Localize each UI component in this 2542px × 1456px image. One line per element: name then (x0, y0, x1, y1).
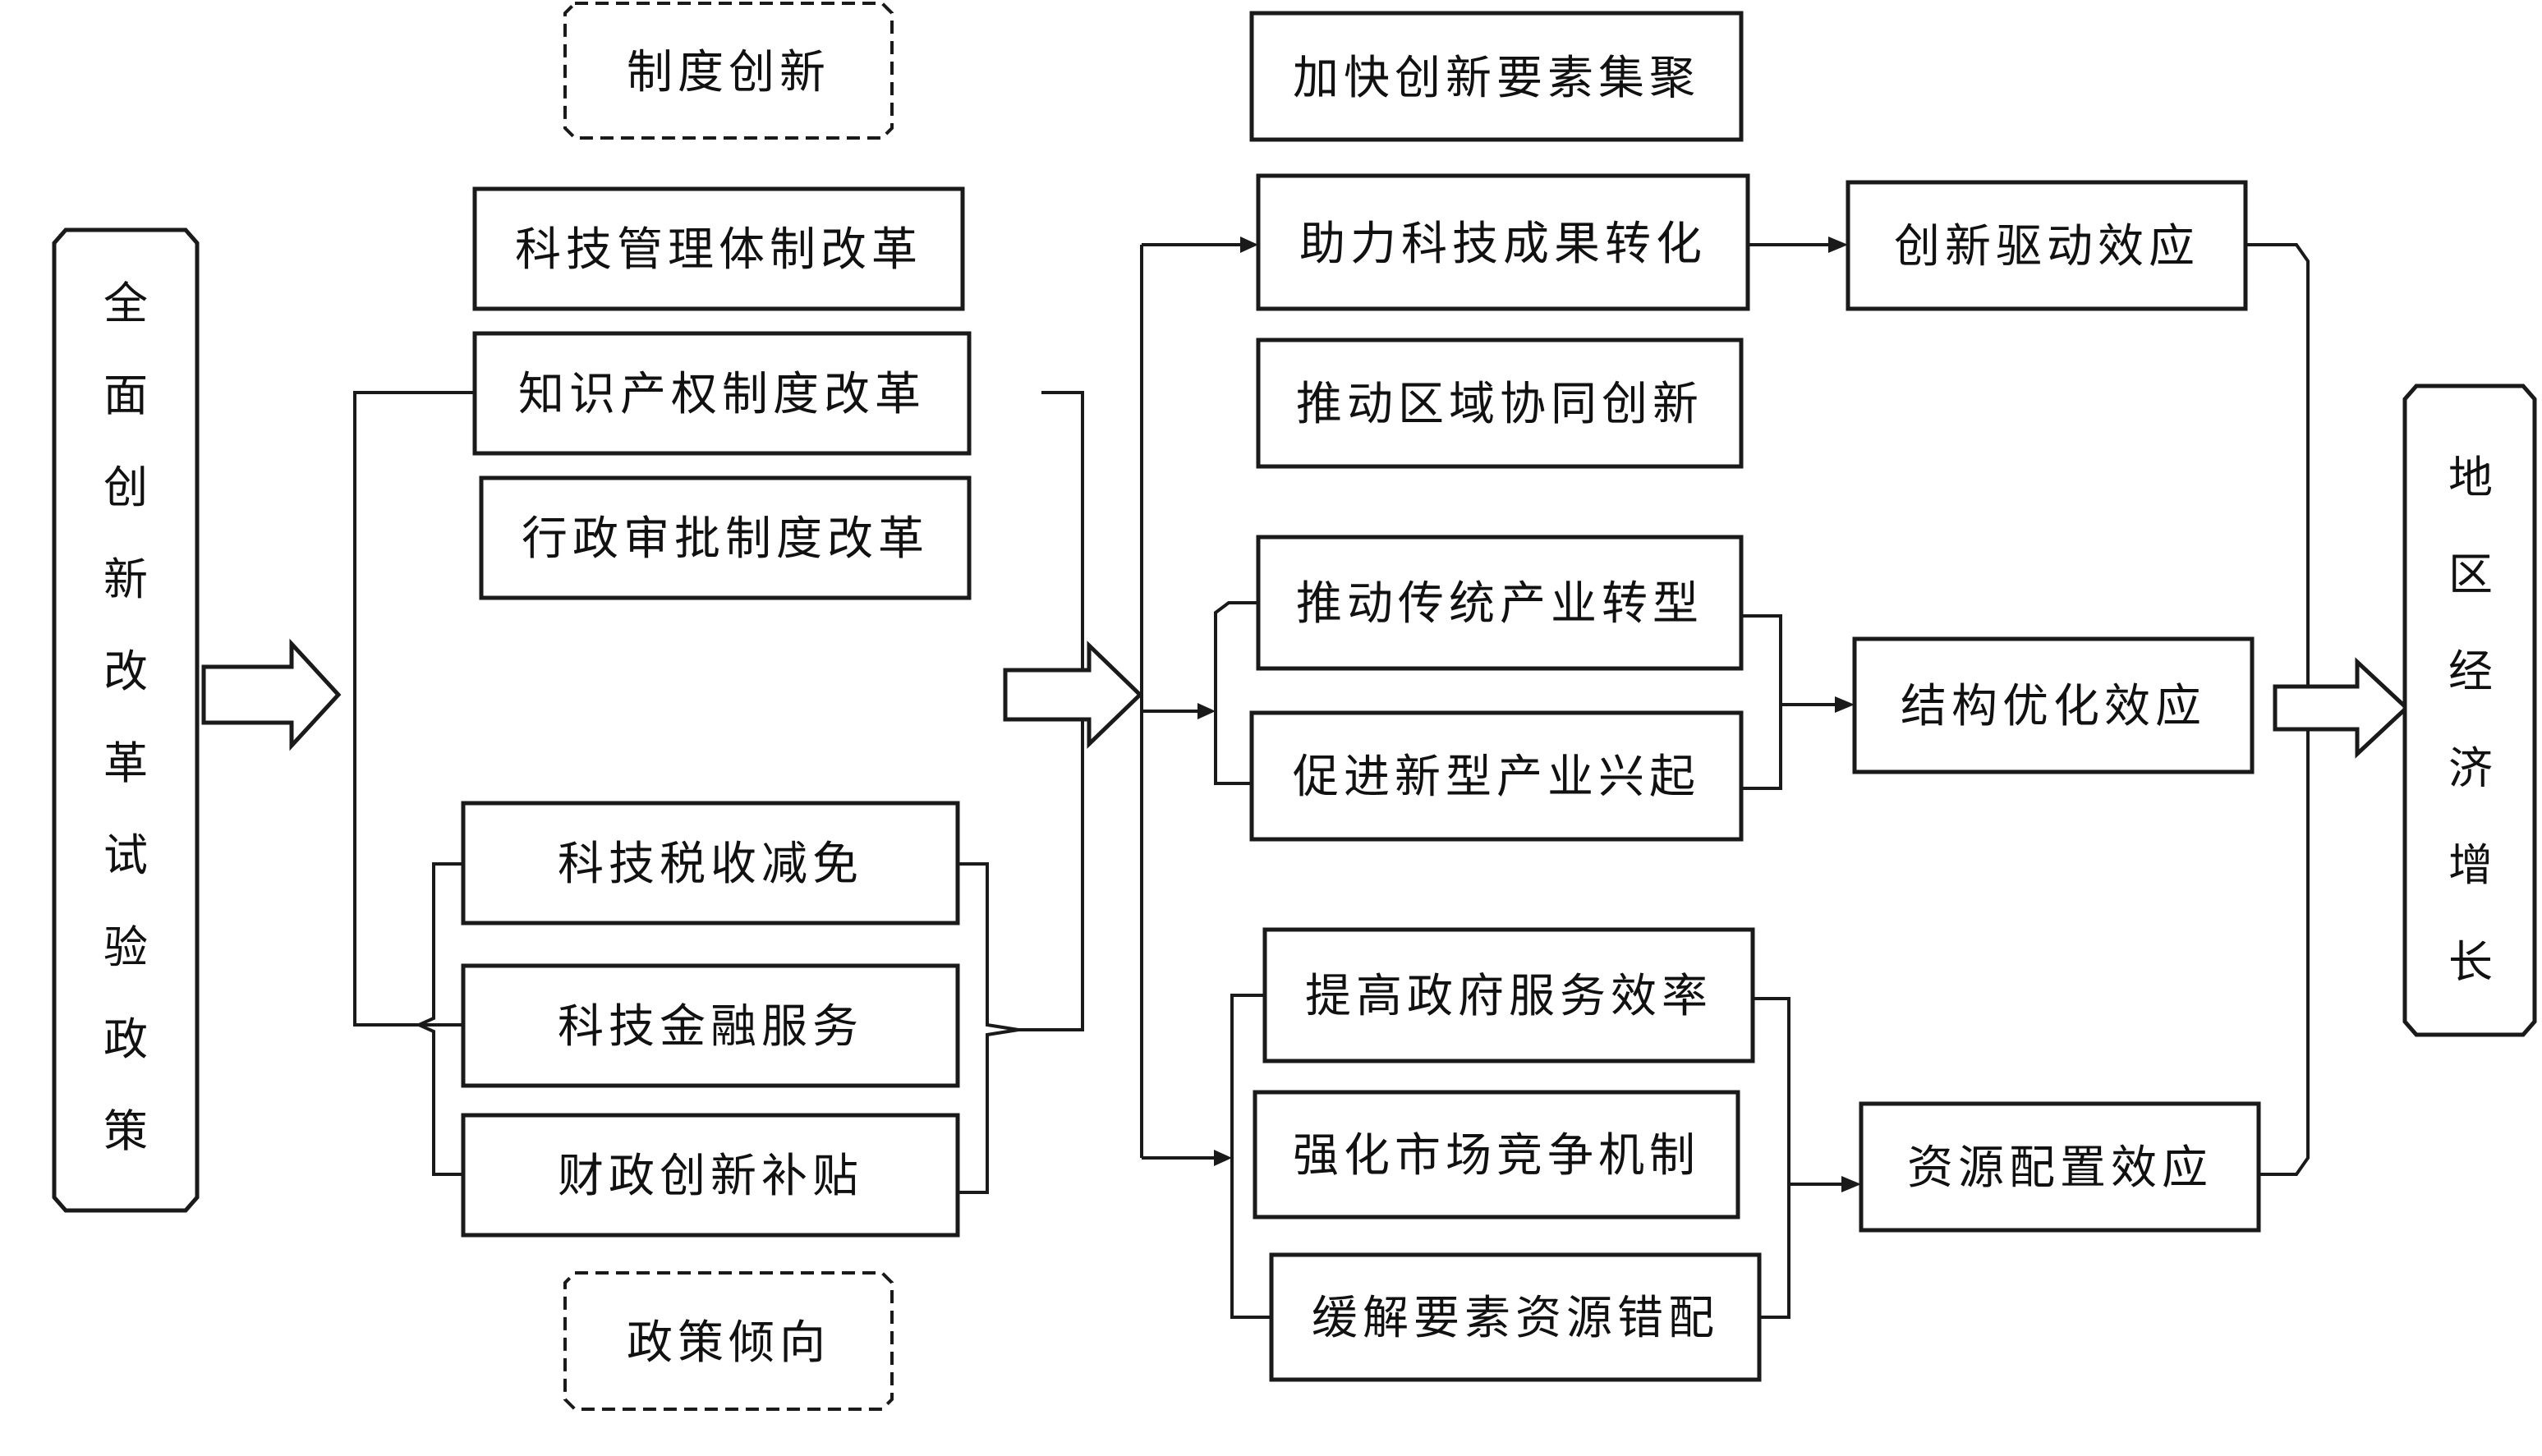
new-industry-rise-label: 促进新型产业兴起 (1293, 751, 1700, 804)
box-resource-effect: 资源配置效应 (1859, 1101, 2261, 1233)
left-vertical-char: 新 (103, 553, 148, 605)
box-structure-effect: 结构优化效应 (1852, 636, 2255, 774)
bracket-structure-left (1214, 601, 1258, 785)
box-innovation-gather: 加快创新要素集聚 (1249, 11, 1744, 142)
trunk-distribution (1140, 243, 1245, 1160)
bracket-left-inputs (353, 391, 475, 1027)
box-resource-misallocation: 缓解要素资源错配 (1269, 1252, 1762, 1382)
tech-finance-service-label: 科技金融服务 (558, 1000, 863, 1054)
bracket-policy-left (415, 862, 463, 1176)
right-vertical-char: 长 (2448, 936, 2493, 988)
bracket-policy-right (958, 862, 1019, 1194)
arrowhead-innovation-effect (1828, 237, 1848, 253)
left-vertical-char: 全 (103, 278, 148, 329)
box-innovation-effect: 创新驱动效应 (1846, 180, 2248, 311)
tech-mgmt-reform-label: 科技管理体制改革 (515, 223, 922, 277)
box-ip-reform: 知识产权制度改革 (472, 331, 972, 456)
arrowhead-resource-effect (1841, 1176, 1861, 1192)
right-vertical-char: 地 (2448, 452, 2493, 503)
dashed-label-institutional: 制度创新 (563, 2, 894, 140)
left-policy-label: 全 面 创 新 改 革 试 验 政 策 (103, 278, 148, 1157)
traditional-transform-label: 推动传统产业转型 (1296, 577, 1703, 631)
structure-effect-label: 结构优化效应 (1901, 680, 2206, 733)
bracket-resource-right (1753, 997, 1845, 1319)
bracket-structure-right (1741, 614, 1838, 790)
box-fiscal-innovation-subsidy: 财政创新补贴 (461, 1113, 960, 1238)
left-vertical-char: 验 (103, 921, 148, 973)
innovation-gather-label: 加快创新要素集聚 (1293, 52, 1700, 105)
ip-reform-label: 知识产权制度改革 (518, 368, 926, 421)
fiscal-innovation-subsidy-label: 财政创新补贴 (558, 1150, 863, 1203)
hollow-arrow-1 (201, 638, 342, 751)
arrowhead-to-tech-transfer (1240, 237, 1258, 253)
left-vertical-char: 革 (103, 737, 148, 789)
hollow-arrow-2 (1003, 641, 1143, 749)
left-vertical-char: 试 (103, 829, 148, 881)
box-market-competition: 强化市场竞争机制 (1253, 1090, 1740, 1219)
left-vertical-char: 改 (103, 645, 148, 697)
box-new-industry-rise: 促进新型产业兴起 (1249, 710, 1744, 842)
box-tech-tax-reduction: 科技税收减免 (461, 801, 960, 926)
box-tech-transfer: 助力科技成果转化 (1256, 173, 1750, 311)
arrowhead-to-structure-bracket (1197, 703, 1216, 719)
left-vertical-char: 创 (103, 462, 148, 513)
box-tech-finance-service: 科技金融服务 (461, 963, 960, 1088)
right-growth-node: 地 区 经 济 增 长 (2402, 384, 2537, 1037)
regional-collab-label: 推动区域协同创新 (1296, 378, 1703, 431)
right-growth-label: 地 区 经 济 增 长 (2448, 452, 2493, 988)
hollow-arrow-3 (2273, 657, 2410, 759)
right-vertical-char: 经 (2448, 645, 2493, 697)
left-vertical-char: 面 (103, 370, 148, 421)
arrowhead-structure-effect (1835, 696, 1855, 713)
right-vertical-char: 区 (2448, 549, 2493, 600)
box-admin-approval-reform: 行政审批制度改革 (479, 475, 972, 600)
box-gov-service-efficiency: 提高政府服务效率 (1262, 927, 1755, 1063)
dashed-label-policy: 政策倾向 (563, 1271, 894, 1411)
tech-tax-reduction-label: 科技税收减免 (558, 838, 863, 891)
resource-misallocation-label: 缓解要素资源错配 (1312, 1292, 1719, 1345)
admin-approval-reform-label: 行政审批制度改革 (522, 512, 929, 566)
innovation-effect-label: 创新驱动效应 (1894, 220, 2200, 273)
left-policy-node: 全 面 创 新 改 革 试 验 政 策 (52, 227, 200, 1213)
left-vertical-char: 策 (103, 1105, 148, 1157)
institutional-group-label: 制度创新 (627, 46, 830, 99)
left-vertical-char: 政 (103, 1013, 148, 1065)
right-vertical-char: 增 (2448, 839, 2493, 891)
gov-service-efficiency-label: 提高政府服务效率 (1305, 970, 1712, 1023)
market-competition-label: 强化市场竞争机制 (1293, 1129, 1700, 1183)
box-tech-mgmt-reform: 科技管理体制改革 (472, 186, 965, 311)
box-traditional-transform: 推动传统产业转型 (1256, 535, 1744, 671)
resource-effect-label: 资源配置效应 (1907, 1141, 2213, 1195)
bracket-resource-left (1230, 994, 1271, 1319)
box-regional-collab: 推动区域协同创新 (1256, 338, 1744, 469)
policy-group-label: 政策倾向 (627, 1316, 830, 1370)
right-vertical-char: 济 (2448, 742, 2493, 794)
arrowhead-to-resource-bracket (1214, 1150, 1232, 1166)
tech-transfer-label: 助力科技成果转化 (1299, 218, 1707, 271)
